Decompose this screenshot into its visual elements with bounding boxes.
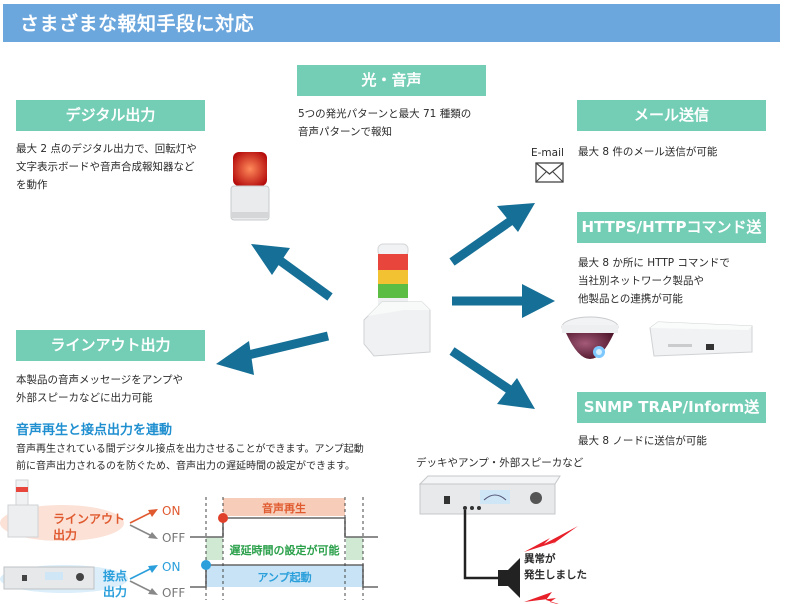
label-digital-output: デジタル出力 (16, 100, 205, 131)
delay-settable-label: 遅延時間の設定が可能 (229, 544, 340, 557)
arrow-to-email (449, 203, 535, 266)
label-email: メール送信 (577, 100, 766, 131)
email-icon-label: E-mail (531, 147, 564, 159)
desc-https-command: 最大 8 か所に HTTP コマンドで 当社別ネットワーク製品や 他製品との連携… (578, 257, 730, 305)
speaker-cable (463, 510, 500, 580)
contact-start-marker (201, 560, 211, 570)
desc-digital-output: 最大 2 点のデジタル出力で、回転灯や 文字表示ボードや音声合成報知器など を動… (16, 143, 197, 191)
network-device-icon (649, 321, 753, 357)
label-light-sound: 光・音声 (297, 65, 486, 96)
envelope-icon (535, 162, 564, 183)
page-title: さまざまな報知手段に対応 (20, 13, 255, 35)
desc-snmp: 最大 8 ノードに送信が可能 (578, 435, 707, 447)
desc-line-out: 本製品の音声メッセージをアンプや 外部スピーカなどに出力可能 (16, 374, 184, 404)
arrow-to-line-out (216, 331, 330, 375)
label-snmp: SNMP TRAP/Inform送信 (577, 392, 766, 447)
amp-icon (418, 475, 561, 515)
amp-start-label: アンプ起動 (257, 571, 312, 584)
label-https-command: HTTPS/HTTPコマンド送信 (577, 212, 766, 267)
line-start-marker (218, 513, 228, 523)
tower-mini-icon (7, 479, 39, 538)
dome-camera-icon (561, 316, 619, 359)
desc-light-sound: 5つの発光パターンと最大 71 種類の 音声パターンで報知 (298, 108, 472, 138)
arrow-to-digital-output (251, 244, 333, 301)
linkage-desc: 音声再生されている間デジタル接点を出力させることができます。アンプ起動 前に音声… (16, 444, 364, 472)
linkage-title: 音声再生と接点出力を連動 (16, 423, 173, 438)
header-bar (3, 4, 780, 42)
contact-on-label: ON (162, 560, 181, 574)
amp-speaker-illustration (418, 475, 578, 604)
arrow-to-https (452, 284, 555, 318)
amp-start-band (206, 565, 363, 587)
audio-play-band (223, 498, 345, 516)
audio-play-label: 音声再生 (262, 502, 306, 515)
speaker-alert-text: 異常が 発生しました (524, 553, 587, 581)
speaker-icon (498, 558, 520, 598)
contact-off-label: OFF (162, 586, 186, 600)
contact-output-label: 接点 出力 (103, 569, 128, 599)
amp-caption: デッキやアンプ・外部スピーカなど (416, 457, 584, 469)
rotating-beacon-icon (230, 152, 270, 221)
line-out-output-label: ラインアウト 出力 (53, 512, 126, 542)
signal-tower-device (363, 243, 431, 357)
desc-email: 最大 8 件のメール送信が可能 (578, 146, 718, 158)
label-line-out: ラインアウト出力 (16, 330, 205, 361)
alarm-lightning-icon (524, 526, 578, 604)
linkage-devices (0, 479, 128, 593)
line-on-label: ON (162, 504, 181, 518)
amp-mini-icon (3, 566, 95, 590)
line-off-label: OFF (162, 531, 186, 545)
arrow-to-snmp (449, 347, 535, 409)
